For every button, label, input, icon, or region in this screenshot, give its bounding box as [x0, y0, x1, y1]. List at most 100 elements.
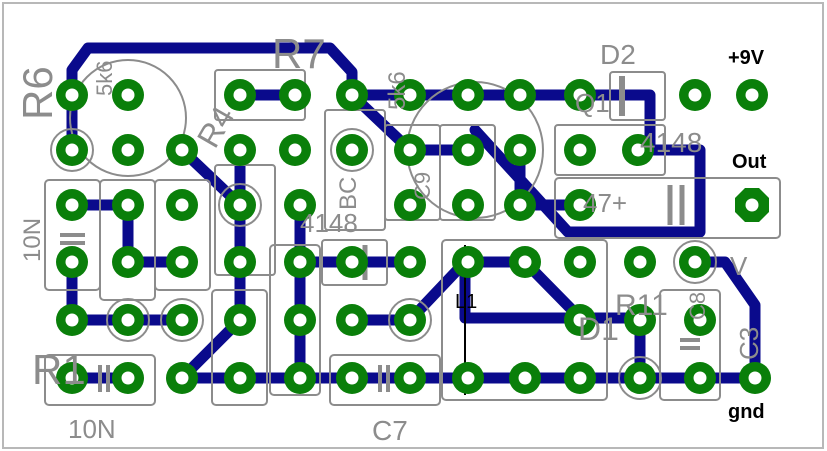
pad-hole — [345, 88, 359, 102]
outline-c-left3 — [154, 179, 211, 291]
pad-hole — [175, 255, 189, 269]
outline-bottom-left — [44, 354, 156, 406]
outline-r-mid — [211, 289, 268, 406]
pad-hole — [121, 88, 135, 102]
pad-hole — [633, 371, 647, 385]
cap-symbol-c7 — [378, 365, 390, 392]
pad-hole — [121, 313, 135, 327]
outline-cap47 — [554, 177, 781, 239]
label-vcc: +9V — [728, 47, 765, 69]
pad-hole — [288, 143, 302, 157]
pad-hole — [293, 313, 307, 327]
label-c8: C8 — [685, 292, 710, 320]
cap-symbol-47 — [667, 185, 685, 225]
pad-hole — [175, 371, 189, 385]
pad-hole — [688, 88, 702, 102]
pad-hole — [573, 198, 587, 212]
pad-hole — [233, 143, 247, 157]
pad-hole — [345, 143, 359, 157]
q-outline-left — [69, 59, 187, 177]
pad-hole — [403, 313, 417, 327]
pad-hole — [688, 255, 702, 269]
pad-hole — [65, 255, 79, 269]
pad-hole — [461, 255, 475, 269]
silk-text: R6 R7 R1 D2 C7 C3 10N 10N 4148 4148 5k6 … — [14, 30, 764, 446]
label-10n-bottom: 10N — [68, 414, 116, 444]
pad-hole — [693, 313, 707, 327]
pad-hole — [65, 371, 79, 385]
pad-hole — [745, 88, 759, 102]
pad-hole — [233, 255, 247, 269]
label-4148-mid: 4148 — [300, 208, 358, 238]
trace-top-loop — [66, 42, 358, 101]
pad-hole — [693, 371, 707, 385]
pad-hole — [461, 143, 475, 157]
label-c7: C7 — [372, 415, 408, 446]
label-r1: R1 — [32, 346, 86, 393]
cap-symbol-bottom-left — [98, 365, 110, 392]
pad-hole — [175, 143, 189, 157]
pad-hole — [121, 143, 135, 157]
pad-ring — [218, 183, 262, 227]
pad-hole — [633, 313, 647, 327]
label-r7: R7 — [272, 30, 326, 77]
cap-symbol-c3 — [680, 338, 700, 350]
pad-hole — [288, 88, 302, 102]
pad-hole — [65, 88, 79, 102]
pad-hole — [573, 313, 587, 327]
pad-hole — [745, 198, 759, 212]
label-l1: L1 — [455, 291, 477, 313]
pad-ring — [618, 356, 662, 400]
outline-l1 — [441, 239, 608, 401]
label-d1: D1 — [578, 311, 619, 347]
pad-hole — [345, 255, 359, 269]
pad-hole — [513, 198, 527, 212]
label-5k6-mid: 5k6 — [384, 71, 411, 110]
label-10n-left: 10N — [19, 218, 46, 262]
label-4148-right: 4148 — [640, 127, 702, 158]
pad-hole — [573, 143, 587, 157]
pad-hole — [233, 88, 247, 102]
pad-hole — [631, 143, 645, 157]
label-5k6-left: 5k6 — [92, 61, 117, 96]
pad-hole — [461, 371, 475, 385]
outline-c3 — [659, 289, 721, 401]
net-labels: +9V Out gnd L1 — [455, 47, 767, 423]
label-gnd: gnd — [728, 401, 765, 423]
pad-hole — [513, 143, 527, 157]
pad-hole — [518, 255, 532, 269]
label-out: Out — [732, 151, 767, 173]
pad-hole — [121, 371, 135, 385]
pad-hole — [121, 255, 135, 269]
outline-d-mid — [321, 239, 388, 286]
label-c3: C3 — [734, 327, 764, 360]
pad-hole — [403, 88, 417, 102]
label-bc: BC — [335, 177, 362, 210]
outline-d-top — [554, 124, 666, 176]
label-cap47: 47+ — [583, 188, 627, 218]
pad-hole — [233, 371, 247, 385]
outline-mid-box — [269, 244, 321, 396]
label-q1: Q1 — [575, 88, 610, 118]
label-r6: R6 — [14, 66, 61, 120]
pad-hole — [233, 313, 247, 327]
pad-ring — [106, 298, 150, 342]
pad-hole — [633, 255, 647, 269]
pad-hole — [293, 255, 307, 269]
pad-hole — [233, 198, 247, 212]
pad-ring — [330, 128, 374, 172]
pad-ring — [673, 240, 717, 284]
trace-mid-diag — [464, 256, 646, 324]
pad-ring — [50, 128, 94, 172]
pad-hole — [403, 198, 417, 212]
pad-ring — [160, 298, 204, 342]
pad-hole — [175, 313, 189, 327]
trace-right-diag — [469, 124, 701, 238]
outline-c7 — [329, 354, 441, 406]
pad-hole — [293, 198, 307, 212]
pad-hole — [573, 255, 587, 269]
pad-hole — [121, 198, 135, 212]
pad-hole — [65, 198, 79, 212]
pad-hole — [573, 371, 587, 385]
